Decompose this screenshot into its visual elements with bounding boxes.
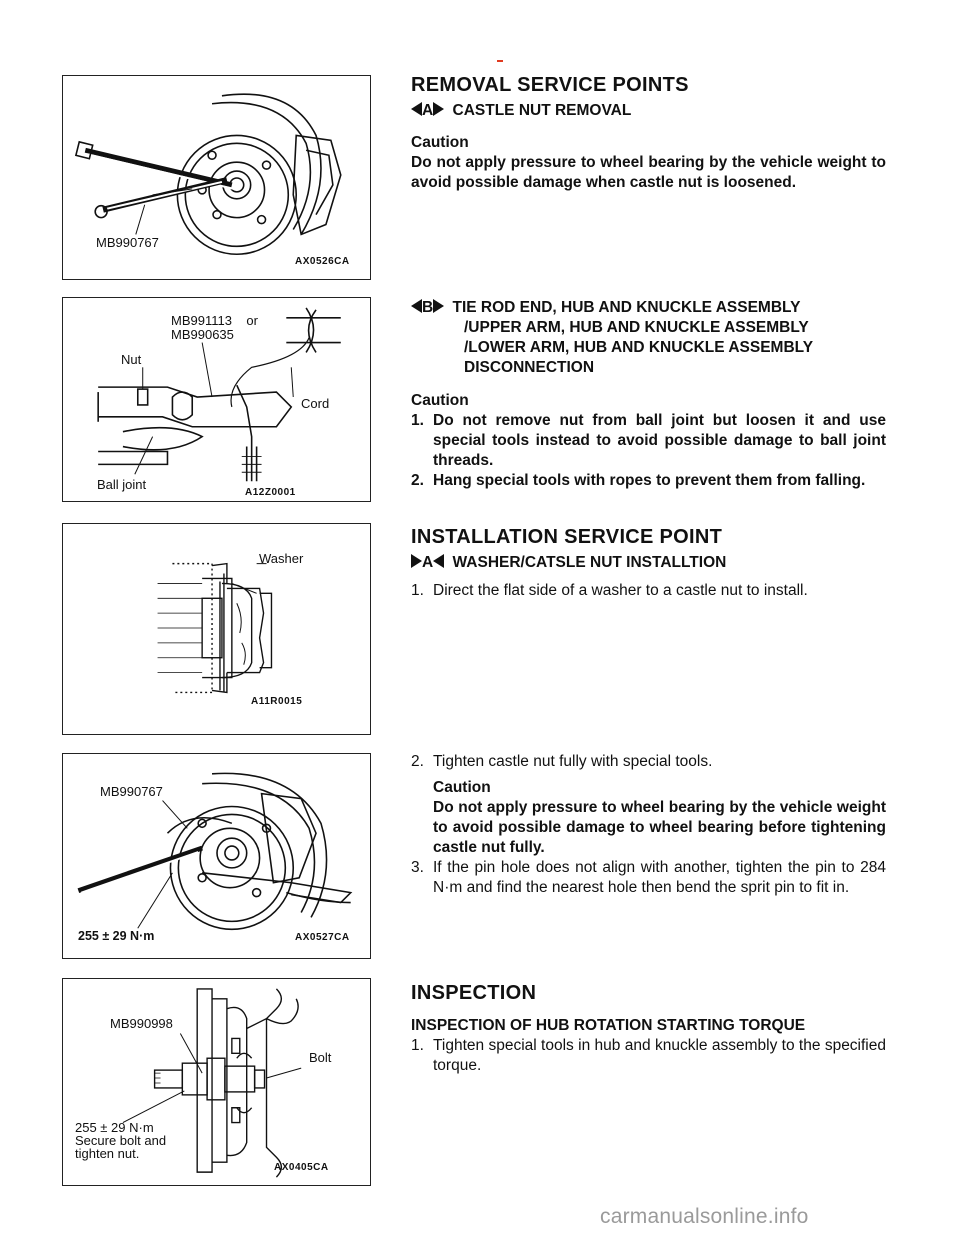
figure-code: A12Z0001 [245,487,296,498]
item-number: 2. [411,472,424,489]
figure-castle-nut-removal: MB990767 AX0526CA [62,75,371,280]
step-3: 3. If the pin hole does not align with a… [411,858,886,898]
key-label: A [422,554,434,571]
step-number: 1. [411,1037,424,1054]
item-number: 1. [411,412,424,429]
page-mark [497,60,503,62]
inspection-subtitle: INSPECTION OF HUB ROTATION STARTING TORQ… [411,1017,806,1034]
triangle-right-icon [433,299,445,313]
triangle-left-icon [433,554,445,568]
caution-text: Do not apply pressure to wheel bearing b… [411,154,886,191]
caution-item: 1. Do not remove nut from ball joint but… [411,411,886,471]
label-ball-joint: Ball joint [97,477,147,492]
triangle-left-icon [411,299,422,313]
heading-text: CASTLE NUT REMOVAL [452,102,632,119]
figure-code: AX0526CA [295,256,350,267]
castle-nut-removal-heading: A CASTLE NUT REMOVAL [411,101,886,121]
figure-code: A11R0015 [251,696,303,707]
figure-ball-joint-disconnection: MB991113 or MB990635 Nut Cord Ball joint… [62,297,371,502]
triangle-left-icon [411,102,422,116]
item-text: Hang special tools with ropes to prevent… [433,472,866,489]
figure-2-drawing [97,307,341,482]
label-torque-note: 255 ± 29 N·m Secure bolt and tighten nut… [75,1120,167,1161]
key-label: B [422,299,434,316]
figure-code: AX0527CA [295,932,350,943]
removal-section: REMOVAL SERVICE POINTS A CASTLE NUT REMO… [411,73,886,193]
triangle-right-icon [411,554,422,568]
caution-label: Caution [411,134,469,151]
figure-1-drawing [74,93,342,256]
figure-5-drawing [122,988,302,1178]
step-text: Tighten castle nut fully with special to… [433,753,713,770]
label-nut: Nut [121,352,142,367]
figure-tighten-castle-nut: MB990767 255 ± 29 N·m AX0527CA [62,753,371,959]
inspection-section: INSPECTION INSPECTION OF HUB ROTATION ST… [411,981,886,1076]
step-1: 1. Direct the flat side of a washer to a… [411,581,886,601]
heading-line-3: /LOWER ARM, HUB AND KNUCKLE ASSEMBLY [464,339,814,356]
label-tool: MB991113 or MB990635 [171,313,258,342]
label-bolt: Bolt [309,1050,332,1065]
caution-item: 2. Hang special tools with ropes to prev… [411,471,886,491]
figure-code: AX0405CA [274,1162,329,1173]
washer-nut-heading: A WASHER/CATSLE NUT INSTALLTION [411,553,886,573]
inspection-title: INSPECTION [411,982,537,1004]
step-text: Tighten special tools in hub and knuckle… [433,1037,886,1074]
disconnection-section: B TIE ROD END, HUB AND KNUCKLE ASSEMBLY … [411,298,886,491]
triangle-right-icon [433,102,445,116]
step-text: Direct the flat side of a washer to a ca… [433,582,808,599]
watermark: carmanualsonline.info [600,1205,809,1228]
installation-section: INSTALLATION SERVICE POINT A WASHER/CATS… [411,525,886,601]
heading-line-1: TIE ROD END, HUB AND KNUCKLE ASSEMBLY [452,299,801,316]
step-text: If the pin hole does not align with anot… [433,859,886,896]
label-cord: Cord [301,396,330,411]
step-number: 2. [411,753,424,770]
inspection-step-1: 1. Tighten special tools in hub and knuc… [411,1036,886,1076]
key-label: A [422,102,434,119]
caution-label: Caution [411,392,469,409]
figure-washer-castle-nut: Washer A11R0015 [62,523,371,735]
label-tool: MB990767 [96,235,159,250]
figure-hub-rotation-torque: MB990998 Bolt 255 ± 29 N·m Secure bolt a… [62,978,371,1186]
caution-text: Do not apply pressure to wheel bearing b… [433,799,886,856]
item-text: Do not remove nut from ball joint but lo… [433,412,886,469]
caution-label: Caution [433,779,491,796]
step-2: 2. Tighten castle nut fully with special… [411,752,886,772]
installation-title: INSTALLATION SERVICE POINT [411,526,723,548]
label-tool: MB990767 [100,784,163,799]
removal-title: REMOVAL SERVICE POINTS [411,74,689,96]
step-number: 3. [411,859,424,876]
heading-line-4: DISCONNECTION [464,359,595,376]
disconnection-heading: B TIE ROD END, HUB AND KNUCKLE ASSEMBLY [411,298,886,318]
figure-4-drawing [77,772,353,931]
step-number: 1. [411,582,424,599]
label-tool: MB990998 [110,1016,173,1031]
figure-3-drawing [157,562,273,694]
label-washer: Washer [259,551,304,566]
heading-line-2: /UPPER ARM, HUB AND KNUCKLE ASSEMBLY [464,319,809,336]
heading-text: WASHER/CATSLE NUT INSTALLTION [452,554,727,571]
label-torque: 255 ± 29 N·m [78,929,155,943]
installation-steps: 2. Tighten castle nut fully with special… [411,752,886,898]
